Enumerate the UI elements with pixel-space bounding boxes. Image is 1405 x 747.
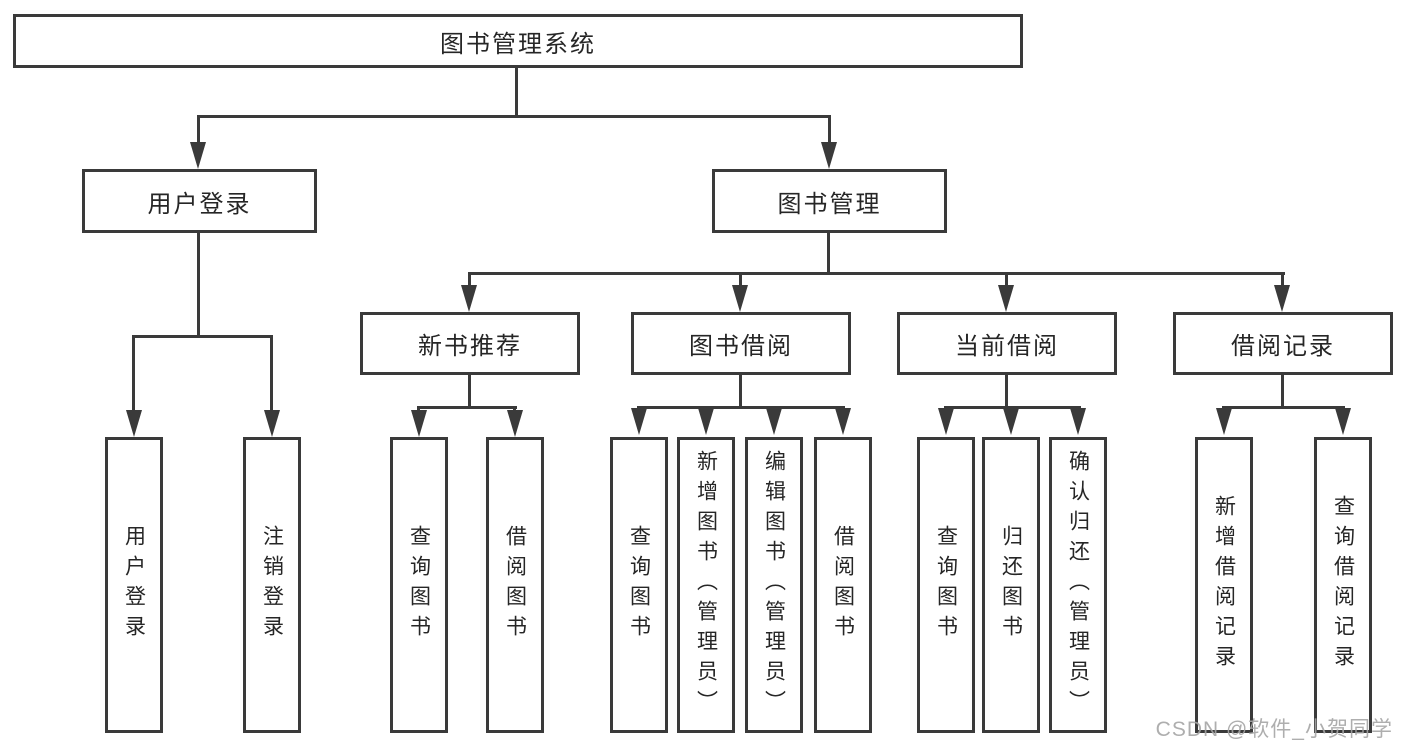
arrowhead-icon <box>1003 408 1019 435</box>
arrow-shaft <box>1005 272 1008 288</box>
arrowhead-icon <box>190 142 206 169</box>
node-user-login: 用户登录 <box>82 169 317 233</box>
arrow-shaft <box>828 115 831 145</box>
node-label: 当前借阅 <box>955 333 1059 360</box>
node-label: 编辑图书（管理员） <box>762 450 786 720</box>
arrow-shaft <box>468 272 471 288</box>
leaf-user-login: 用户登录 <box>105 437 163 733</box>
arrow-shaft <box>197 115 200 145</box>
leaf-return-books: 归还图书 <box>982 437 1040 733</box>
node-label: 查询图书 <box>934 525 958 645</box>
connector-records-bar <box>1222 406 1345 409</box>
arrowhead-icon <box>1070 408 1086 435</box>
arrowhead-icon <box>766 408 782 435</box>
arrowhead-icon <box>1335 408 1351 435</box>
node-borrowing-records: 借阅记录 <box>1173 312 1393 375</box>
arrow-shaft <box>270 335 273 413</box>
arrowhead-icon <box>126 410 142 437</box>
arrow-shaft <box>417 406 420 413</box>
arrowhead-icon <box>1274 285 1290 312</box>
leaf-edit-book-admin: 编辑图书（管理员） <box>745 437 803 733</box>
arrowhead-icon <box>835 408 851 435</box>
leaf-confirm-return-admin: 确认归还（管理员） <box>1049 437 1107 733</box>
connector-book-mgmt-stub <box>827 233 830 275</box>
node-label: 确认归还（管理员） <box>1066 450 1090 720</box>
node-label: 图书管理系统 <box>440 30 596 58</box>
connector-current-stub <box>1005 375 1008 408</box>
arrowhead-icon <box>264 410 280 437</box>
node-label: 新增借阅记录 <box>1212 495 1236 675</box>
node-label: 借阅图书 <box>503 525 527 645</box>
arrow-shaft <box>1281 272 1284 288</box>
leaf-add-borrow-record: 新增借阅记录 <box>1195 437 1253 733</box>
connector-new-book-stub <box>468 375 471 408</box>
arrowhead-icon <box>631 408 647 435</box>
connector-records-stub <box>1281 375 1284 408</box>
connector-user-login-bar <box>132 335 273 338</box>
node-label: 注销登录 <box>260 525 284 645</box>
node-label: 新书推荐 <box>418 333 522 360</box>
connector-borrowing-bar <box>637 406 845 409</box>
arrowhead-icon <box>698 408 714 435</box>
node-book-management: 图书管理 <box>712 169 947 233</box>
leaf-logout: 注销登录 <box>243 437 301 733</box>
connector-borrowing-stub <box>739 375 742 408</box>
arrowhead-icon <box>938 408 954 435</box>
node-label: 查询图书 <box>627 525 651 645</box>
arrowhead-icon <box>732 285 748 312</box>
connector-user-login-stub <box>197 233 200 337</box>
arrow-shaft <box>132 335 135 413</box>
node-label: 新增图书（管理员） <box>694 450 718 720</box>
leaf-query-books-current: 查询图书 <box>917 437 975 733</box>
node-label: 用户登录 <box>122 525 146 645</box>
node-label: 用户登录 <box>147 190 252 218</box>
connector-root-bar <box>197 115 831 118</box>
arrow-shaft <box>739 272 742 288</box>
node-new-book-recommend: 新书推荐 <box>360 312 580 375</box>
leaf-query-borrow-record: 查询借阅记录 <box>1314 437 1372 733</box>
arrowhead-icon <box>411 410 427 437</box>
node-label: 借阅图书 <box>831 525 855 645</box>
connector-root-stub <box>515 68 518 118</box>
node-label: 图书借阅 <box>689 333 793 360</box>
node-current-borrowing: 当前借阅 <box>897 312 1117 375</box>
node-label: 归还图书 <box>999 525 1023 645</box>
arrowhead-icon <box>461 285 477 312</box>
node-label: 查询图书 <box>407 525 431 645</box>
node-label: 图书管理 <box>777 190 882 218</box>
arrow-shaft <box>513 406 516 413</box>
leaf-query-books-recommend: 查询图书 <box>390 437 448 733</box>
arrowhead-icon <box>1216 408 1232 435</box>
node-library-system: 图书管理系统 <box>13 14 1023 68</box>
leaf-add-book-admin: 新增图书（管理员） <box>677 437 735 733</box>
watermark: CSDN @软件_小贺同学 <box>1155 718 1393 741</box>
arrowhead-icon <box>507 410 523 437</box>
leaf-query-books-borrowing: 查询图书 <box>610 437 668 733</box>
node-label: 查询借阅记录 <box>1331 495 1355 675</box>
node-book-borrowing: 图书借阅 <box>631 312 851 375</box>
leaf-borrow-books-recommend: 借阅图书 <box>486 437 544 733</box>
connector-current-bar <box>944 406 1081 409</box>
arrowhead-icon <box>998 285 1014 312</box>
node-label: 借阅记录 <box>1231 333 1335 360</box>
connector-book-mgmt-bar <box>468 272 1285 275</box>
leaf-borrow-books-borrowing: 借阅图书 <box>814 437 872 733</box>
connector-new-book-bar <box>418 406 517 409</box>
arrowhead-icon <box>821 142 837 169</box>
